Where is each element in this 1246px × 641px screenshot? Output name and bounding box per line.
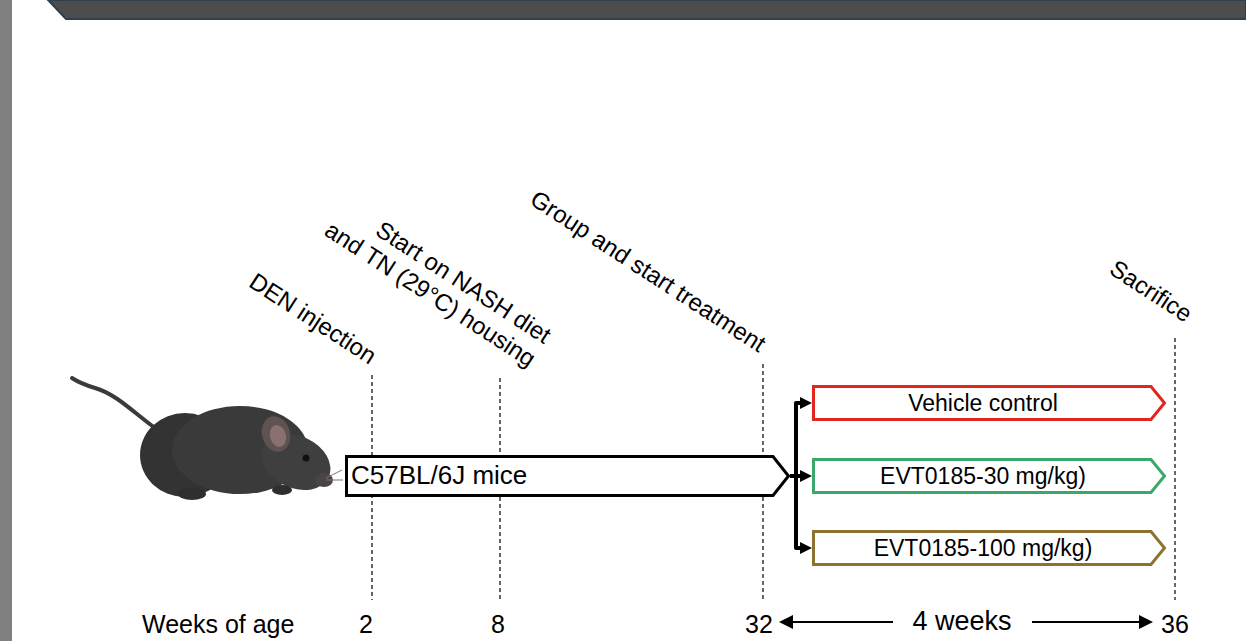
duration-line	[790, 621, 893, 623]
arrow-outline-path	[814, 387, 1165, 420]
dashed-guide	[1174, 338, 1176, 600]
mouse-whiskers	[326, 470, 343, 480]
timeline-event: Sacrifice	[1105, 254, 1197, 327]
mouse-foot	[178, 488, 206, 500]
box-label: EVT0185-30 mg/kg)	[880, 463, 1086, 489]
branch-arrow	[790, 403, 806, 476]
tick-label: 8	[491, 610, 505, 639]
timeline-event: DEN injection	[244, 267, 381, 369]
mouse-ear	[258, 413, 294, 455]
box-label: C57BL/6J mice	[351, 461, 527, 491]
duration-label: 4 weeks	[912, 606, 1011, 637]
tick-label: 2	[359, 610, 373, 639]
arrow-outline-path	[814, 460, 1165, 493]
mouse-illustration	[72, 378, 343, 501]
arrow-outline-path	[347, 457, 789, 496]
arrowhead	[1139, 615, 1153, 629]
side-bar	[0, 0, 12, 641]
header-bar	[48, 0, 1246, 19]
mouse-ear-inner	[267, 423, 288, 448]
tick-label: 32	[745, 610, 773, 639]
mouse-eye	[303, 455, 310, 462]
mouse-foot	[272, 485, 292, 495]
tick-label: 36	[1161, 610, 1189, 639]
axis-title: Weeks of age	[142, 610, 294, 639]
box-label: EVT0185-100 mg/kg)	[874, 535, 1093, 561]
group-arrow-box: Vehicle control	[812, 385, 1166, 421]
box-label: Vehicle control	[908, 390, 1058, 416]
branch-arrow	[790, 476, 806, 548]
arrow-outline-path	[814, 532, 1165, 565]
group-arrow-box: EVT0185-100 mg/kg)	[812, 530, 1166, 566]
arrowhead	[779, 615, 793, 629]
strain-arrow-box: C57BL/6J mice	[345, 455, 790, 497]
duration-line	[1032, 621, 1140, 623]
group-arrow-box: EVT0185-30 mg/kg)	[812, 458, 1166, 494]
timeline-event: Group and start treatment	[525, 185, 771, 358]
